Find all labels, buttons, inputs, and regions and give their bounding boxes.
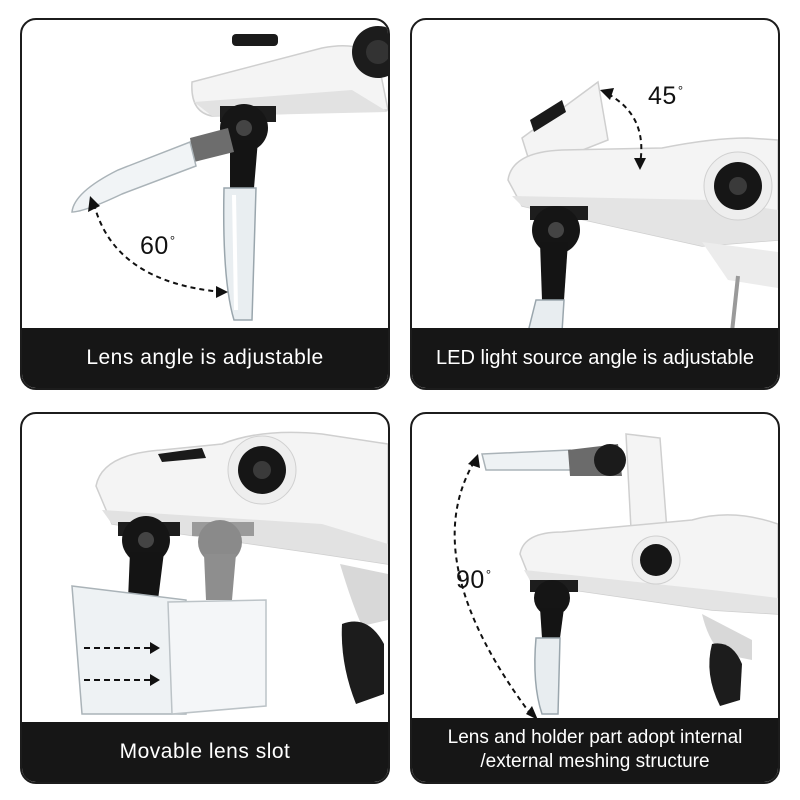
photo-lens-angle xyxy=(71,26,388,321)
caption-movable-slot: Movable lens slot xyxy=(22,722,388,782)
caption-text: LED light source angle is adjustable xyxy=(436,346,754,369)
caption-lens-angle: Lens angle is adjustable xyxy=(22,328,388,388)
caption-line-2: /external meshing structure xyxy=(480,751,710,772)
photo-meshing-structure xyxy=(453,433,778,720)
caption-text: Lens angle is adjustable xyxy=(86,345,324,369)
panel-led-angle: 45° LED light source angle is adjustable xyxy=(410,18,780,390)
angle-label-45: 45° xyxy=(648,82,684,110)
caption-text: Movable lens slot xyxy=(119,739,291,763)
angle-label-60: 60° xyxy=(140,232,176,260)
panel-movable-slot: Movable lens slot xyxy=(20,412,390,784)
angle-label-90: 90° xyxy=(456,566,492,594)
panel-lens-angle: 60° Lens angle is adjustable xyxy=(20,18,390,390)
panel-meshing-structure: 90° Lens and holder part adopt internal … xyxy=(410,412,780,784)
photo-movable-slot xyxy=(71,431,388,715)
caption-line-1: Lens and holder part adopt internal xyxy=(447,727,743,749)
caption-meshing-structure: Lens and holder part adopt internal /ext… xyxy=(412,718,778,782)
photo-led-angle xyxy=(507,80,778,332)
caption-led-angle: LED light source angle is adjustable xyxy=(412,328,778,388)
